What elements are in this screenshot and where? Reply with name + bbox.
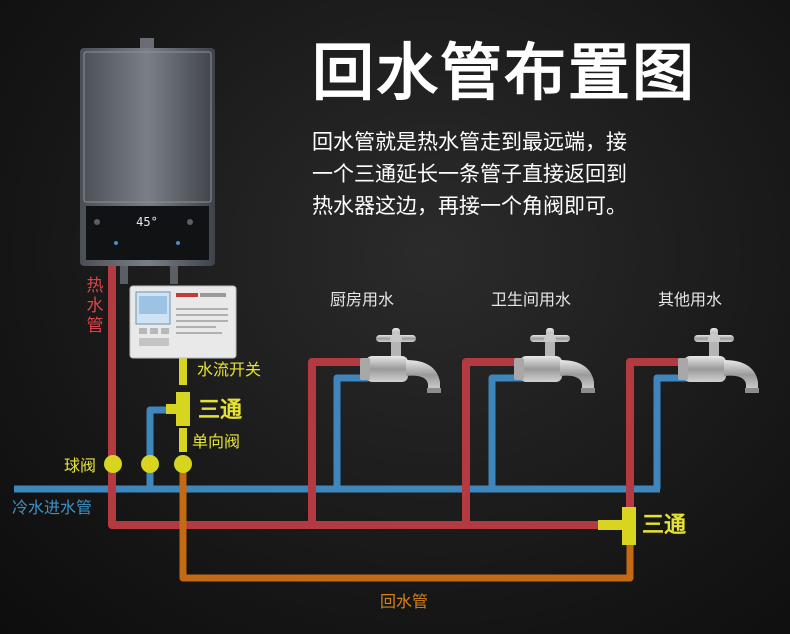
faucet-other bbox=[678, 328, 759, 393]
description-line-2: 一个三通延长一条管子直接返回到 bbox=[312, 162, 627, 186]
tee-top-label: 三通 bbox=[198, 398, 243, 423]
faucet-kitchen bbox=[360, 328, 441, 393]
return-pipe-label: 回水管 bbox=[380, 592, 429, 611]
return-pump-controller bbox=[129, 285, 237, 359]
cold-inlet-label: 冷水进水管 bbox=[12, 498, 93, 517]
return-pipe-network bbox=[179, 462, 634, 582]
tee-right-label: 三通 bbox=[642, 513, 687, 538]
flow-switch-label: 水流开关 bbox=[197, 360, 262, 379]
faucet-label-kitchen: 厨房用水 bbox=[330, 290, 395, 309]
heater-display bbox=[128, 212, 164, 230]
hot-pipe-label: 热水管 bbox=[86, 276, 104, 336]
yellow-fittings bbox=[104, 355, 636, 545]
faucet-label-other: 其他用水 bbox=[658, 290, 723, 309]
ball-valve-label: 球阀 bbox=[64, 456, 97, 475]
page-title: 回水管布置图 bbox=[312, 36, 697, 109]
tee-right-fitting bbox=[622, 507, 636, 545]
hot-pipe-network bbox=[108, 266, 682, 529]
check-valve-pipe bbox=[179, 428, 187, 452]
ball-valve-1 bbox=[104, 455, 122, 473]
heater-display-text: 45° bbox=[136, 215, 158, 229]
tee-top-fitting bbox=[176, 392, 190, 426]
faucet-label-bathroom: 卫生间用水 bbox=[491, 290, 572, 309]
check-valve-label: 单向阀 bbox=[192, 432, 241, 451]
ball-valve-2 bbox=[141, 455, 159, 473]
ball-valve-3 bbox=[174, 455, 192, 473]
description: 回水管就是热水管走到最远端，接 一个三通延长一条管子直接返回到 热水器这边，再接… bbox=[312, 126, 712, 222]
faucet-bathroom bbox=[514, 328, 595, 393]
description-line-3: 热水器这边，再接一个角阀即可。 bbox=[312, 194, 627, 218]
flow-switch-pipe bbox=[179, 355, 187, 385]
description-line-1: 回水管就是热水管走到最远端，接 bbox=[312, 130, 627, 154]
water-heater bbox=[80, 38, 215, 284]
